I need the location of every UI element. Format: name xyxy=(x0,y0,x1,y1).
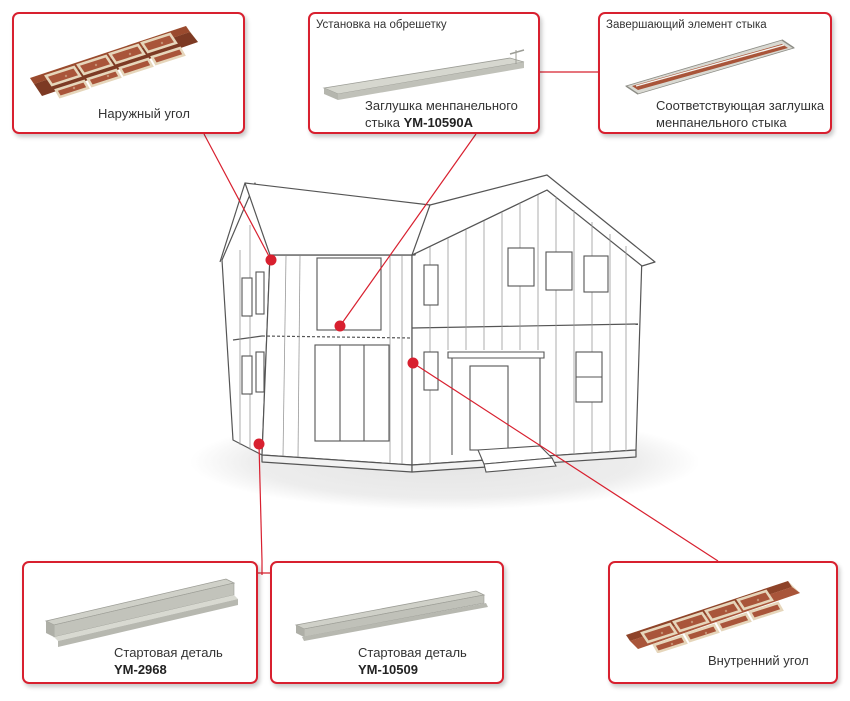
entrance-porch xyxy=(447,351,557,473)
starter-ym-10509-caption: Стартовая деталь xyxy=(358,645,467,660)
marker-starter xyxy=(253,438,265,450)
starter-ym-2968-profile-image xyxy=(44,578,238,647)
callout-outer-corner: Наружный угол xyxy=(12,12,245,134)
callout-starter-ym-2968: Стартовая деталь YM-2968 xyxy=(22,561,258,684)
outer-corner-caption: Наружный угол xyxy=(98,106,190,121)
joint-end-header: Завершающий элемент стыка xyxy=(606,19,767,31)
brick-inner-corner-image xyxy=(626,581,800,653)
joint-end-profile-image xyxy=(625,39,795,95)
joint-cap-code: YM-10590A xyxy=(403,115,473,130)
joint-cap-caption-line1: Заглушка менпанельного xyxy=(365,98,518,113)
joint-end-caption-line1: Соответствующая заглушка xyxy=(656,98,825,113)
joint-cap-header: Установка на обрешетку xyxy=(316,19,447,31)
joint-end-caption-line2: менпанельного стыка xyxy=(656,115,787,130)
callout-joint-end: Завершающий элемент стыка Соответствующа… xyxy=(598,12,832,134)
marker-inner-corner xyxy=(407,357,419,369)
windows xyxy=(241,247,609,442)
leader-lines xyxy=(203,71,719,575)
starter-ym-2968-caption: Стартовая деталь xyxy=(114,645,223,660)
marker-joint-cap xyxy=(334,320,346,332)
callout-inner-corner: Внутренний угол xyxy=(608,561,838,684)
markers xyxy=(253,254,419,450)
callout-starter-ym-10509: Стартовая деталь YM-10509 xyxy=(270,561,504,684)
joint-cap-caption-line2: стыка YM-10590A xyxy=(365,115,473,131)
inner-corner-caption: Внутренний угол xyxy=(708,653,809,668)
starter-ym-2968-code: YM-2968 xyxy=(114,662,167,677)
callout-joint-cap: Установка на обрешетку Заглушка менпанел… xyxy=(308,12,540,134)
joint-cap-profile-image xyxy=(322,49,525,100)
joint-cap-caption-prefix: стыка xyxy=(365,115,404,130)
starter-ym-10509-code: YM-10509 xyxy=(358,662,418,677)
marker-outer-corner xyxy=(265,254,277,266)
starter-ym-10509-profile-image xyxy=(294,590,488,641)
brick-outer-corner-image xyxy=(30,26,198,99)
